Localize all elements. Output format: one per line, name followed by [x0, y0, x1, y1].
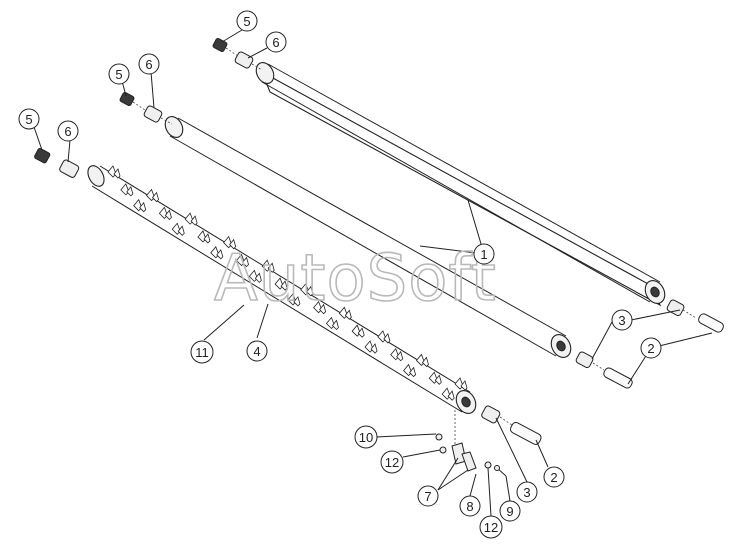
callout-6-bottom: 6: [57, 120, 79, 142]
svg-text:11: 11: [195, 345, 209, 360]
roller-tooth: [216, 248, 224, 260]
svg-text:5: 5: [115, 67, 122, 82]
callout-4: 4: [246, 340, 268, 362]
bracket-7: [451, 442, 477, 472]
roller-tooth: [113, 168, 121, 179]
roller-tooth: [152, 191, 160, 203]
roller-tooth: [396, 350, 404, 362]
roller-tooth: [267, 262, 275, 273]
callout-5-middle: 5: [108, 63, 130, 85]
roller-tooth: [447, 390, 455, 401]
callout-5-bottom: 5: [18, 108, 40, 130]
bearing-right-bottom: [481, 405, 501, 424]
roller-tooth: [383, 333, 391, 344]
svg-text:6: 6: [272, 35, 279, 50]
callout-5-top: 5: [236, 10, 258, 32]
callout-6-top: 6: [265, 31, 287, 53]
washer-12-left: [439, 446, 447, 454]
callout-7: 7: [417, 485, 439, 507]
pin-right-bottom: [509, 421, 542, 445]
bushing-top: [212, 37, 228, 53]
svg-text:2: 2: [647, 341, 654, 356]
roller-tooth: [409, 366, 417, 378]
callout-9: 9: [499, 500, 521, 522]
roller-tooth: [434, 374, 442, 385]
roller-teeth: [107, 165, 468, 401]
svg-text:2: 2: [550, 470, 557, 485]
roller-tooth: [164, 209, 172, 220]
svg-text:6: 6: [145, 57, 152, 72]
callout-2-lower: 2: [543, 466, 565, 488]
roller-tooth: [280, 280, 288, 291]
bearing-bottom: [59, 159, 80, 178]
callout-3-upper: 3: [611, 309, 633, 331]
svg-text:3: 3: [618, 313, 625, 328]
roller-tooth: [254, 272, 262, 283]
roller-tooth: [241, 256, 249, 268]
roller-tooth: [331, 319, 339, 331]
roller-tooth: [421, 356, 429, 368]
svg-text:5: 5: [25, 112, 32, 127]
callout-11: 11: [190, 340, 214, 364]
svg-text:12: 12: [484, 520, 498, 535]
callout-1: 1: [473, 243, 495, 265]
bearing-right-top: [666, 299, 685, 317]
roller-top: [255, 62, 666, 307]
pin-right-middle: [603, 367, 633, 389]
bearing-top: [234, 51, 254, 69]
roller-tooth: [190, 215, 198, 226]
callout-2-upper: 2: [640, 337, 662, 359]
roller-tooth: [229, 238, 237, 250]
svg-text:6: 6: [64, 124, 71, 139]
roller-tooth: [126, 185, 134, 197]
callout-12-right: 12: [479, 515, 503, 539]
svg-text:12: 12: [385, 455, 399, 470]
roller-tooth: [357, 327, 365, 338]
svg-text:5: 5: [243, 14, 250, 29]
svg-text:10: 10: [359, 430, 373, 445]
svg-text:8: 8: [466, 499, 473, 514]
toothed-roller: [87, 165, 477, 414]
washer-10: [435, 433, 443, 441]
roller-tooth: [460, 380, 468, 391]
svg-text:9: 9: [506, 504, 513, 519]
roller-tooth: [344, 309, 352, 320]
washer-12-right: [484, 461, 492, 469]
bearing-right-middle: [575, 351, 594, 369]
roller-tooth: [139, 201, 147, 213]
pin-right-top: [698, 313, 724, 333]
bolt-9: [494, 465, 507, 477]
roller-tooth: [293, 296, 301, 307]
callout-3-lower: 3: [516, 481, 538, 503]
bushing-bottom: [34, 147, 51, 164]
roller-tooth: [177, 225, 185, 236]
callout-12-left: 12: [380, 450, 404, 474]
svg-text:4: 4: [253, 344, 260, 359]
bushing-middle: [119, 91, 135, 107]
svg-text:7: 7: [424, 489, 431, 504]
watermark-text: AutoSoft: [214, 242, 497, 316]
roller-tooth: [203, 233, 211, 244]
roller-tooth: [306, 285, 314, 297]
svg-text:3: 3: [523, 485, 530, 500]
roller-tooth: [370, 343, 378, 354]
bearing-middle: [143, 105, 163, 123]
roller-middle: [164, 116, 572, 358]
roller-tooth: [319, 303, 327, 315]
callout-8: 8: [459, 495, 481, 517]
callout-10: 10: [354, 425, 378, 449]
svg-text:1: 1: [480, 247, 487, 262]
callout-6-middle: 6: [138, 53, 160, 75]
